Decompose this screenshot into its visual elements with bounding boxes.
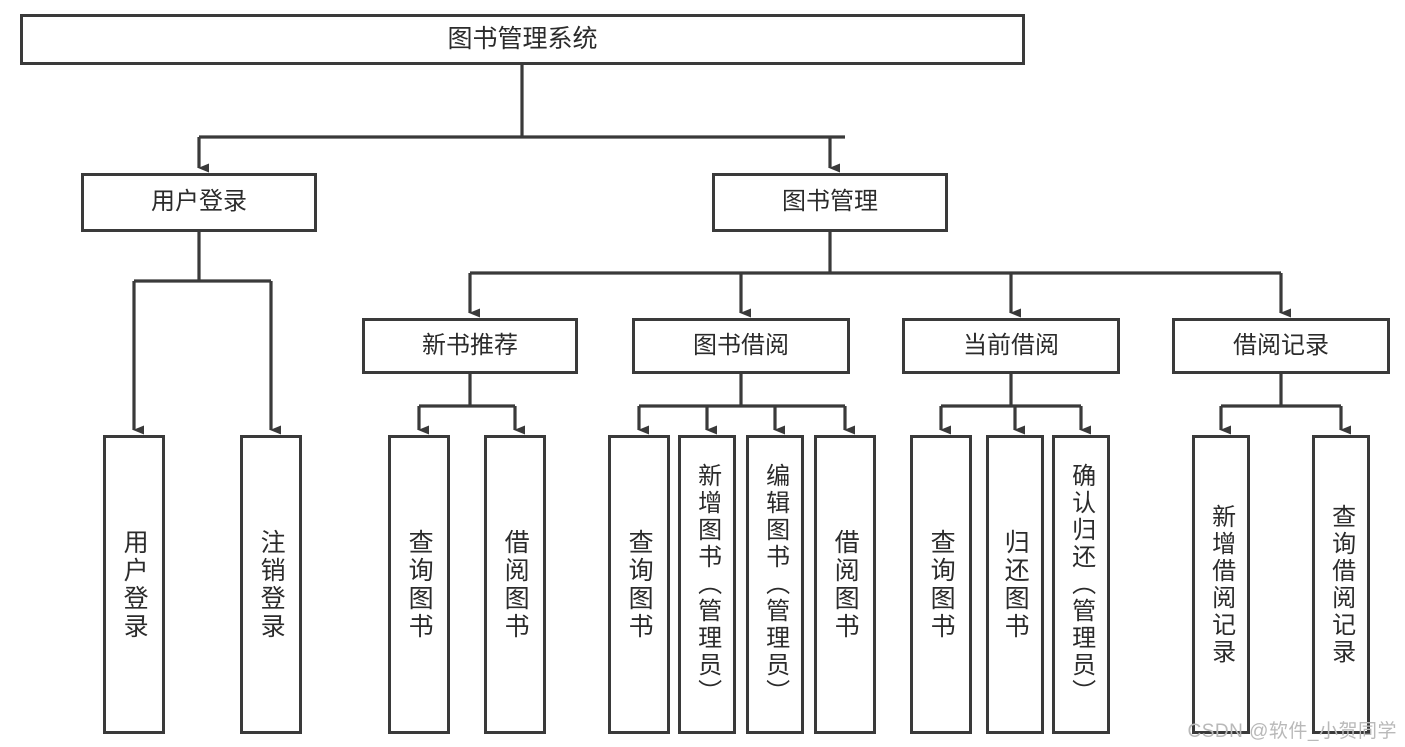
node-leaf-3[interactable]: 查询图书 xyxy=(388,435,450,734)
node-level2-2[interactable]: 图书借阅 xyxy=(632,318,850,374)
node-leaf-8[interactable]: 借阅图书 xyxy=(814,435,876,734)
node-leaf-6-label: 新增图书（管理员） xyxy=(693,463,721,706)
node-level2-3-label: 当前借阅 xyxy=(963,331,1059,359)
node-level1-2-label: 图书管理 xyxy=(782,188,878,216)
node-level2-4[interactable]: 借阅记录 xyxy=(1172,318,1390,374)
node-leaf-4-label: 借阅图书 xyxy=(501,528,530,641)
node-leaf-12-label: 新增借阅记录 xyxy=(1207,503,1235,666)
node-level2-1[interactable]: 新书推荐 xyxy=(362,318,578,374)
watermark-text: CSDN @软件_小贺同学 xyxy=(1187,721,1397,742)
node-leaf-8-label: 借阅图书 xyxy=(831,528,860,641)
node-leaf-6[interactable]: 新增图书（管理员） xyxy=(678,435,736,734)
node-leaf-3-label: 查询图书 xyxy=(405,528,434,641)
node-leaf-12[interactable]: 新增借阅记录 xyxy=(1192,435,1250,734)
node-leaf-2-label: 注销登录 xyxy=(257,528,286,641)
node-level1-1[interactable]: 用户登录 xyxy=(81,173,317,232)
node-leaf-7[interactable]: 编辑图书（管理员） xyxy=(746,435,804,734)
node-leaf-13-label: 查询借阅记录 xyxy=(1327,503,1355,666)
node-leaf-2[interactable]: 注销登录 xyxy=(240,435,302,734)
node-leaf-5[interactable]: 查询图书 xyxy=(608,435,670,734)
node-leaf-9-label: 查询图书 xyxy=(927,528,956,641)
node-leaf-11[interactable]: 确认归还（管理员） xyxy=(1052,435,1110,734)
node-level2-2-label: 图书借阅 xyxy=(693,331,789,359)
node-leaf-11-label: 确认归还（管理员） xyxy=(1067,463,1095,706)
node-leaf-10-label: 归还图书 xyxy=(1001,528,1030,641)
node-leaf-5-label: 查询图书 xyxy=(625,528,654,641)
node-leaf-1-label: 用户登录 xyxy=(120,528,149,641)
node-level1-2[interactable]: 图书管理 xyxy=(712,173,948,232)
node-root-system[interactable]: 图书管理系统 xyxy=(20,14,1025,65)
node-leaf-9[interactable]: 查询图书 xyxy=(910,435,972,734)
node-leaf-7-label: 编辑图书（管理员） xyxy=(761,463,789,706)
node-root-label: 图书管理系统 xyxy=(447,24,598,53)
node-level2-3[interactable]: 当前借阅 xyxy=(902,318,1120,374)
node-level1-1-label: 用户登录 xyxy=(151,188,247,216)
node-level2-1-label: 新书推荐 xyxy=(422,331,518,359)
node-leaf-13[interactable]: 查询借阅记录 xyxy=(1312,435,1370,734)
node-leaf-1[interactable]: 用户登录 xyxy=(103,435,165,734)
node-leaf-4[interactable]: 借阅图书 xyxy=(484,435,546,734)
node-level2-4-label: 借阅记录 xyxy=(1233,331,1329,359)
node-leaf-10[interactable]: 归还图书 xyxy=(986,435,1044,734)
